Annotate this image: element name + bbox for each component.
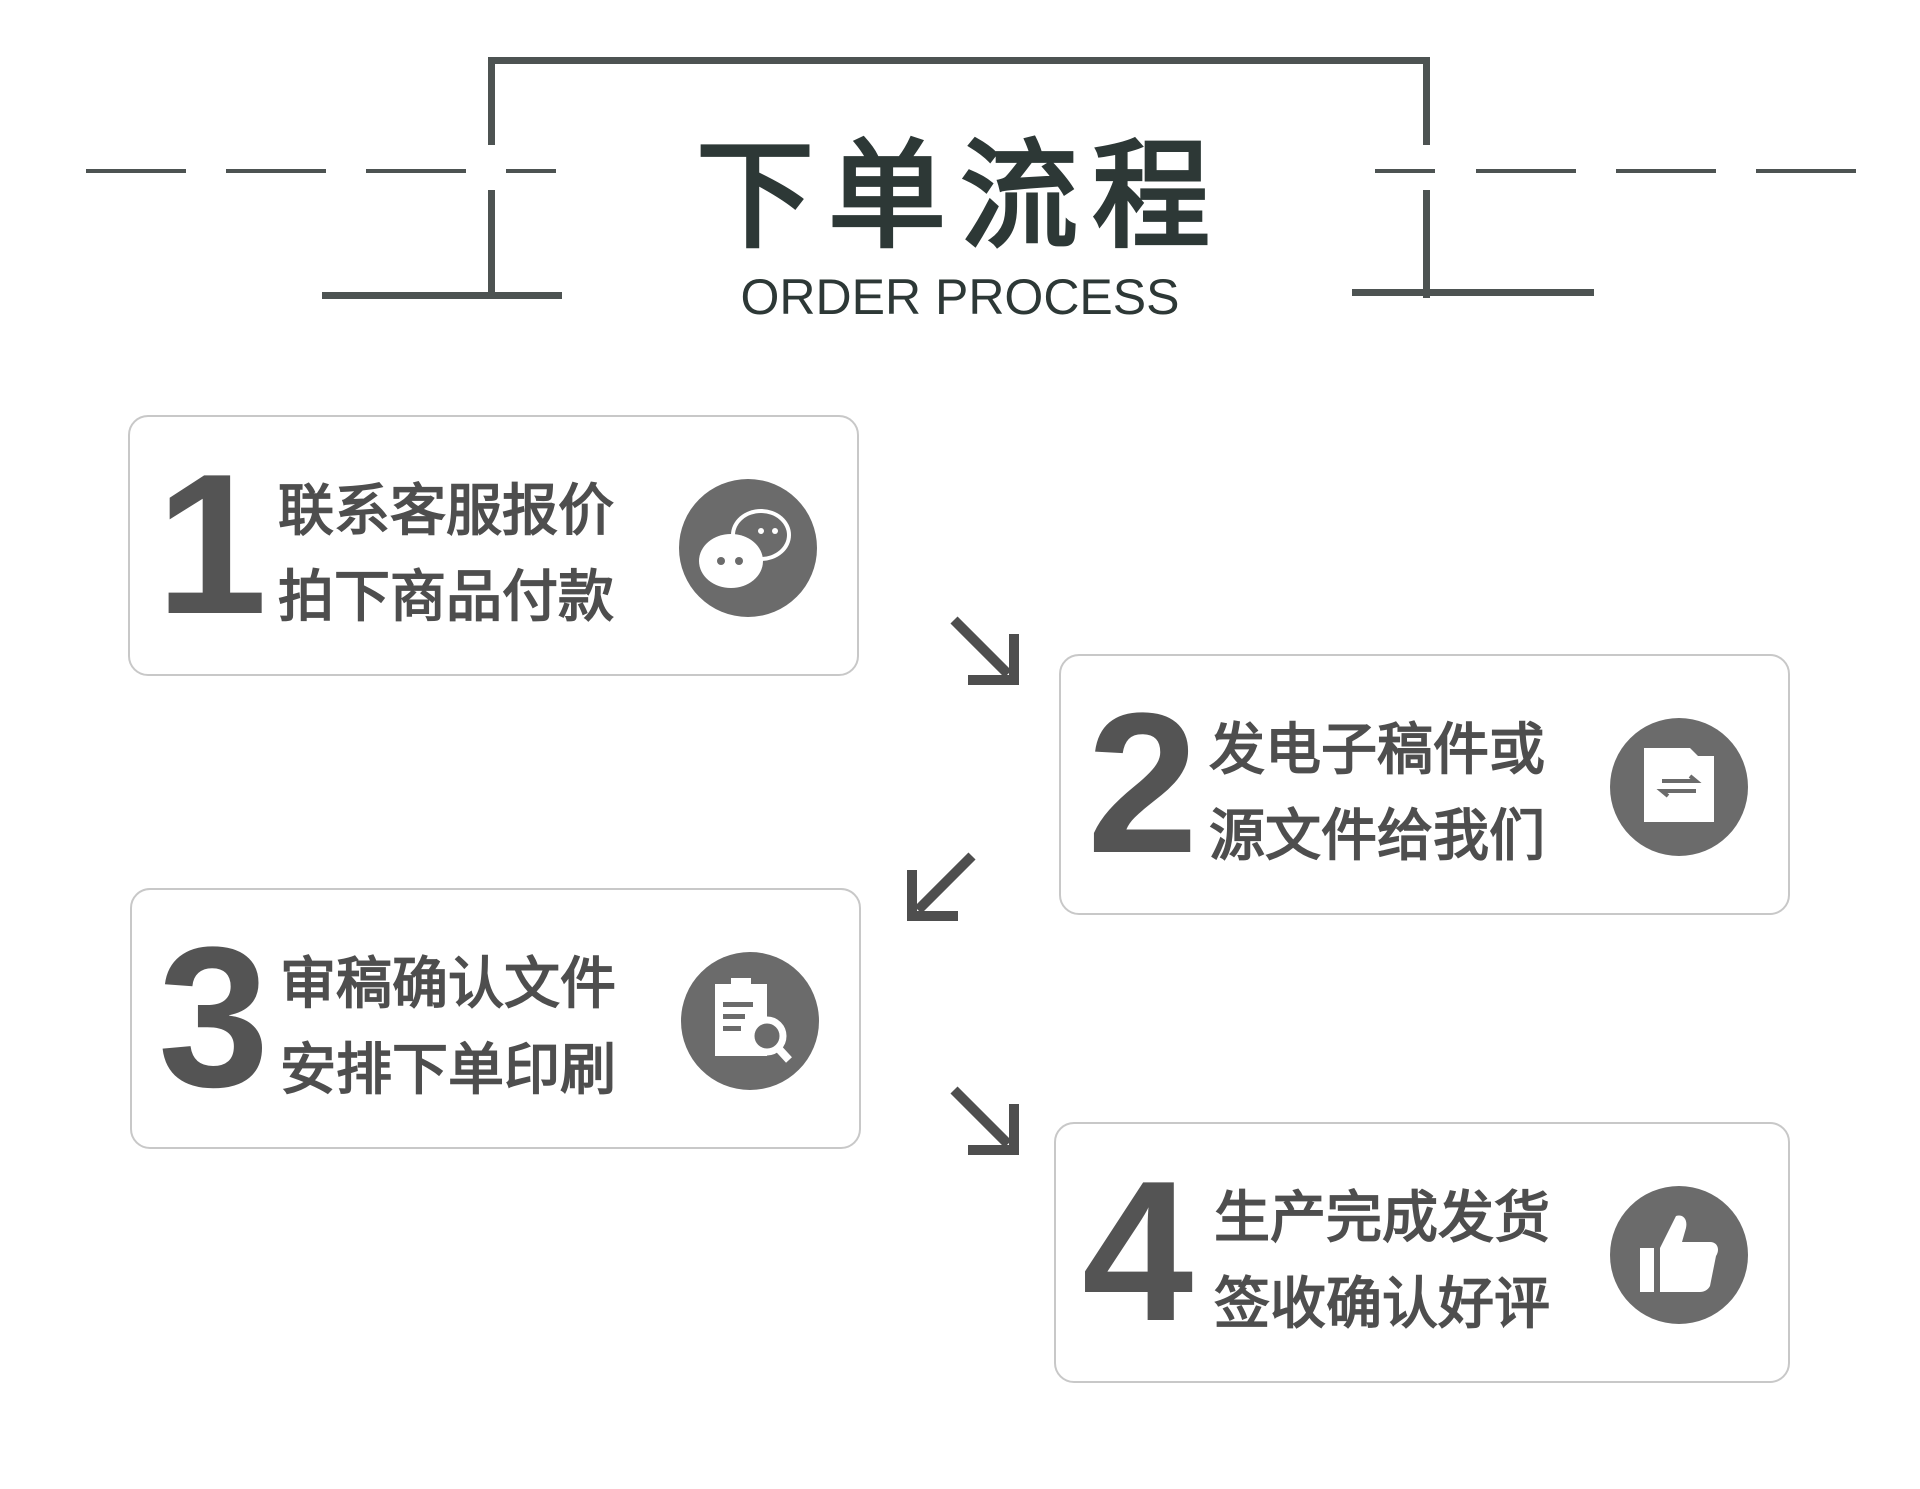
step-card-1: 1 联系客服报价拍下商品付款 [128,415,859,676]
frame-left-lower [488,190,495,298]
step-line-2: 签收确认好评 [1214,1272,1550,1337]
frame-left-bottom [322,292,562,299]
step-number: 3 [158,906,270,1129]
thumbs-up-icon [1610,1186,1748,1324]
page-subtitle: ORDER PROCESS [740,269,1180,325]
page-title: 下单流程 [695,127,1224,265]
step-line-1: 生产完成发货 [1214,1186,1550,1251]
arrow-down-right-icon [950,616,1019,685]
step-card-4: 4 生产完成发货签收确认好评 [1054,1122,1790,1383]
step-line-2: 安排下单印刷 [280,1038,616,1103]
arrow-down-right-icon [950,1086,1019,1155]
step-line-2: 源文件给我们 [1209,804,1545,869]
step-card-2: 2 发电子稿件或源文件给我们 [1059,654,1790,915]
frame-right-lower [1423,190,1430,298]
dash [226,169,326,173]
arrow-down-left-icon [907,852,976,921]
file-transfer-icon [1610,718,1748,856]
dash [1756,169,1856,173]
dash [506,169,556,173]
document-search-icon [681,952,819,1090]
step-number: 2 [1087,672,1199,895]
step-number: 4 [1082,1140,1194,1363]
frame-top [488,57,1430,64]
dash [86,169,186,173]
step-line-1: 发电子稿件或 [1209,718,1545,783]
frame-right-upper [1423,57,1430,145]
frame-left-upper [488,57,495,145]
step-line-2: 拍下商品付款 [278,565,614,630]
dash [1375,169,1435,173]
frame-right-bottom [1352,289,1594,296]
step-line-1: 联系客服报价 [278,479,614,544]
dash [1476,169,1576,173]
step-line-1: 审稿确认文件 [280,952,616,1017]
dash [366,169,466,173]
chat-bubbles-icon [679,479,817,617]
dash [1616,169,1716,173]
step-card-3: 3 审稿确认文件安排下单印刷 [130,888,861,1149]
step-number: 1 [156,433,268,656]
